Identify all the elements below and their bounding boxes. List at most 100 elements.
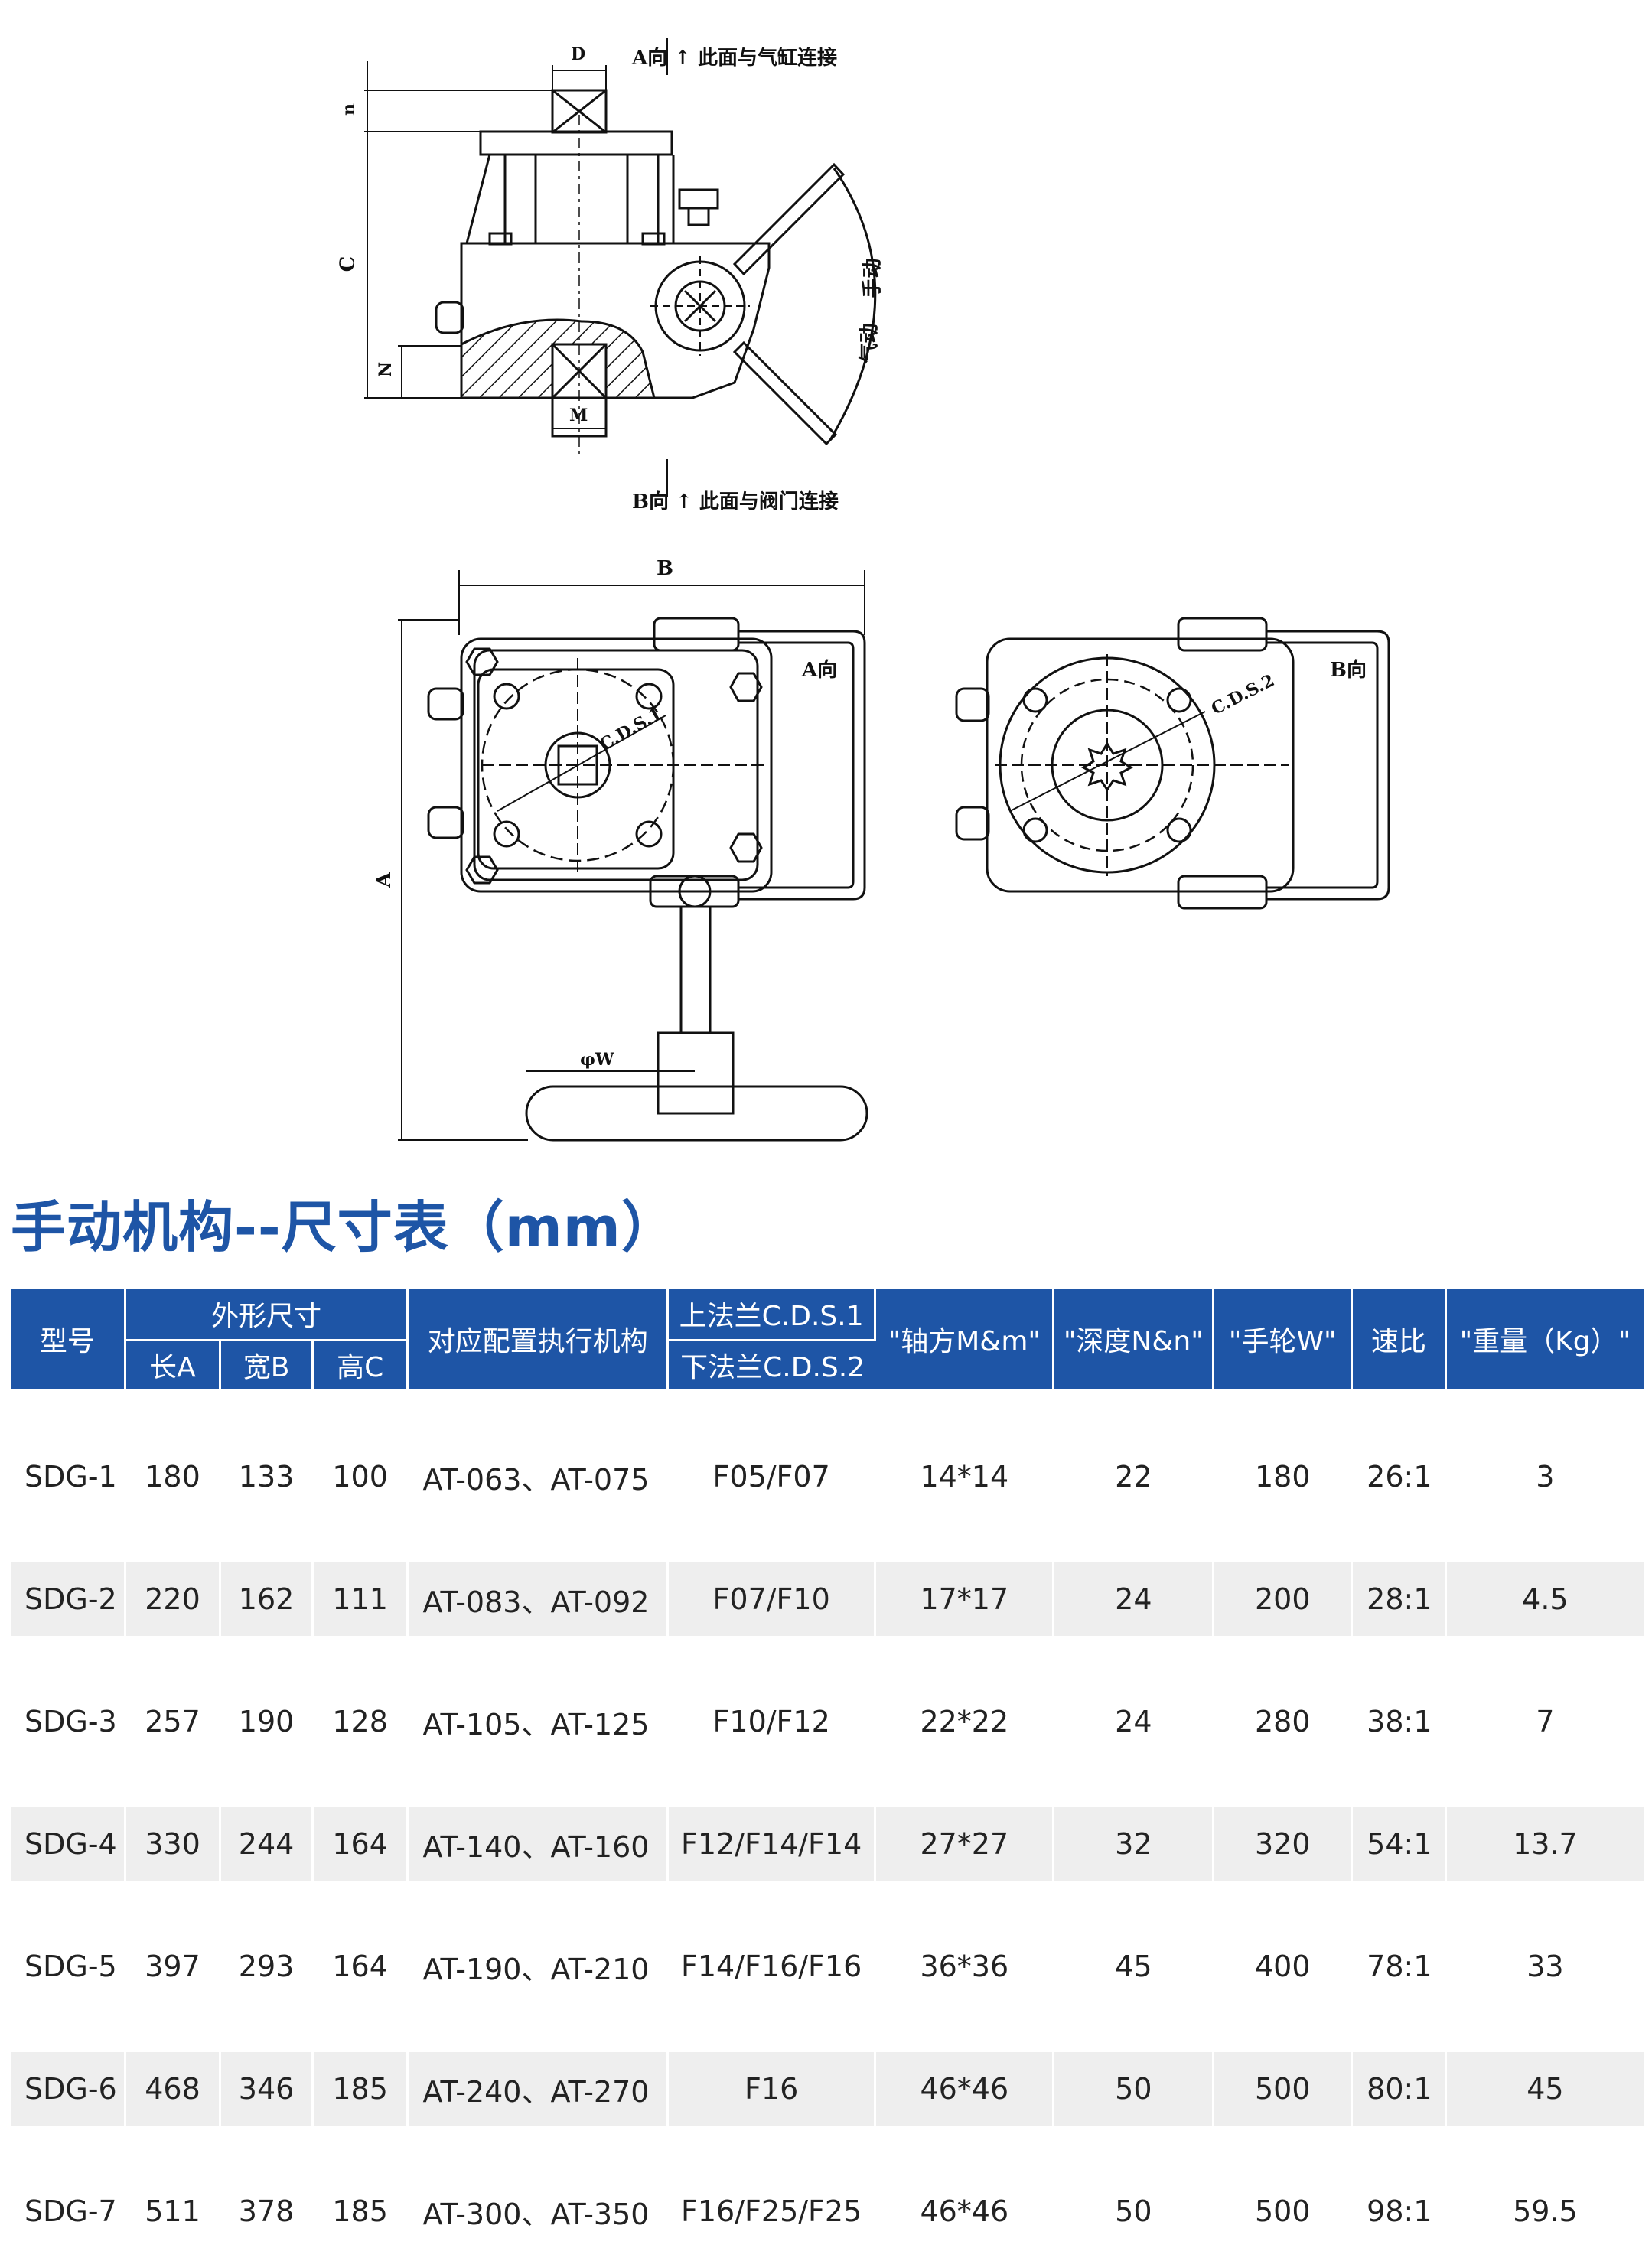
cell-actuator: AT-240、AT-270 <box>409 2052 670 2126</box>
dim-N-label: N <box>376 361 396 378</box>
header-upper-flange: 上法兰C.D.S.1 <box>669 1289 877 1341</box>
cell-shaft: 36*36 <box>876 1930 1055 2003</box>
dimension-table: 型号 外形尺寸 对应配置执行机构 上法兰C.D.S.1 "轴方M&m" "深度N… <box>11 1289 1644 2248</box>
cell-handwheel: 180 <box>1214 1440 1354 1513</box>
drawing-lines <box>364 38 1390 1142</box>
cell-length: 511 <box>126 2175 222 2248</box>
cell-flange: F12/F14/F14 <box>669 1807 877 1881</box>
cell-height: 164 <box>314 1930 409 2003</box>
cell-model: SDG-2 <box>11 1562 126 1636</box>
cell-length: 330 <box>125 1807 222 1881</box>
header-model: 型号 <box>11 1289 126 1391</box>
table-row: SDG-3 257 190 128 AT-105、AT-125 F10/F12 … <box>11 1685 1644 1758</box>
header-lower-flange: 下法兰C.D.S.2 <box>669 1341 877 1391</box>
cell-actuator: AT-083、AT-092 <box>409 1562 670 1636</box>
cell-handwheel: 320 <box>1214 1807 1354 1881</box>
b-view-label: B向 <box>1330 659 1367 682</box>
table-spacer <box>11 1881 1644 1930</box>
table-spacer <box>11 2003 1644 2052</box>
cell-flange: F16 <box>669 2052 877 2126</box>
cell-depth: 22 <box>1054 1440 1215 1513</box>
cell-width: 346 <box>221 2052 314 2126</box>
header-shaft: "轴方M&m" <box>876 1289 1055 1391</box>
cell-ratio: 98:1 <box>1353 2175 1447 2248</box>
header-depth: "深度N&n" <box>1054 1289 1215 1391</box>
cell-depth: 50 <box>1054 2052 1215 2126</box>
cell-depth: 50 <box>1054 2175 1215 2248</box>
table-heading: 手动机构--尺寸表（mm） <box>11 1195 677 1259</box>
cell-handwheel: 280 <box>1214 1685 1354 1758</box>
cell-height: 100 <box>314 1440 409 1513</box>
table-spacer <box>11 1391 1644 1440</box>
cell-model: SDG-5 <box>11 1930 126 2003</box>
cell-model: SDG-4 <box>11 1807 126 1881</box>
cell-model: SDG-7 <box>11 2175 126 2248</box>
cell-handwheel: 500 <box>1214 2052 1354 2126</box>
cell-width: 162 <box>221 1562 314 1636</box>
cell-weight: 59.5 <box>1513 2194 1578 2228</box>
table-row: SDG-7 511 378 185 AT-300、AT-350 F16/F25/… <box>11 2175 1644 2248</box>
header-outer-dimensions: 外形尺寸 <box>125 1289 409 1341</box>
table-spacer <box>11 1636 1644 1685</box>
pneumatic-label: 气动 <box>858 323 881 363</box>
table-row: SDG-1 180 133 100 AT-063、AT-075 F05/F07 … <box>11 1440 1644 1513</box>
bottom-face-note: B向 ↑ 此面与阀门连接 <box>632 490 839 513</box>
cell-shaft: 22*22 <box>876 1685 1055 1758</box>
cell-handwheel: 500 <box>1214 2175 1354 2248</box>
cell-depth: 24 <box>1054 1685 1215 1758</box>
cell-actuator: AT-063、AT-075 <box>409 1440 670 1513</box>
cell-flange: F10/F12 <box>669 1685 877 1758</box>
dim-M-label: M <box>569 406 588 425</box>
cell-depth: 45 <box>1054 1930 1215 2003</box>
cell-actuator: AT-140、AT-160 <box>409 1807 670 1881</box>
dim-B-label: B <box>657 557 673 580</box>
dim-D-label: D <box>571 44 586 64</box>
dim-n-label: n <box>339 103 359 116</box>
cell-length: 220 <box>125 1562 222 1636</box>
cell-length: 257 <box>126 1685 222 1758</box>
cell-shaft: 46*46 <box>876 2175 1055 2248</box>
cell-width: 244 <box>221 1807 314 1881</box>
a-view-label: A向 <box>802 659 838 682</box>
cell-actuator: AT-190、AT-210 <box>409 1930 670 2003</box>
cell-weight: 13.7 <box>1446 1807 1644 1881</box>
cell-ratio: 78:1 <box>1353 1930 1447 2003</box>
cell-width: 190 <box>221 1685 314 1758</box>
cell-depth: 32 <box>1054 1807 1215 1881</box>
cell-flange: F07/F10 <box>669 1562 877 1636</box>
cell-weight: 3 <box>1536 1460 1555 1494</box>
header-length: 长A <box>125 1341 222 1391</box>
cell-weight: 33 <box>1527 1950 1564 1983</box>
cell-flange: F14/F16/F16 <box>669 1930 877 2003</box>
table-row: SDG-5 397 293 164 AT-190、AT-210 F14/F16/… <box>11 1930 1644 2003</box>
cell-weight: 7 <box>1536 1705 1555 1738</box>
cell-ratio: 28:1 <box>1353 1562 1447 1636</box>
cell-model: SDG-6 <box>11 2052 126 2126</box>
cell-shaft: 17*17 <box>876 1562 1055 1636</box>
cell-length: 397 <box>126 1930 222 2003</box>
cell-height: 185 <box>313 2052 409 2126</box>
cell-actuator: AT-105、AT-125 <box>409 1685 670 1758</box>
table-row: SDG-6 468 346 185 AT-240、AT-270 F16 46*4… <box>11 2052 1644 2126</box>
cell-actuator: AT-300、AT-350 <box>409 2175 670 2248</box>
cell-handwheel: 400 <box>1214 1930 1354 2003</box>
cell-flange: F16/F25/F25 <box>669 2175 877 2248</box>
cell-flange: F05/F07 <box>669 1440 877 1513</box>
header-width: 宽B <box>221 1341 314 1391</box>
cell-height: 128 <box>314 1685 409 1758</box>
cell-ratio: 26:1 <box>1353 1440 1447 1513</box>
top-face-note: A向 ↑ 此面与气缸连接 <box>632 47 838 70</box>
table-spacer <box>11 1758 1644 1807</box>
cell-ratio: 54:1 <box>1353 1807 1447 1881</box>
cell-width: 378 <box>221 2175 314 2248</box>
technical-drawing: D n C N M A向 ↑ 此面与气缸连接 B向 ↑ 此面与阀门连接 手动 气… <box>336 38 1390 1142</box>
cell-handwheel: 200 <box>1214 1562 1354 1636</box>
cell-length: 180 <box>126 1440 222 1513</box>
cell-model: SDG-3 <box>11 1685 126 1758</box>
cell-height: 164 <box>313 1807 409 1881</box>
header-weight: "重量（Kg）" <box>1446 1289 1644 1391</box>
cell-height: 111 <box>313 1562 409 1636</box>
header-ratio: 速比 <box>1353 1289 1447 1391</box>
cell-model: SDG-1 <box>11 1440 126 1513</box>
table-row: SDG-4 330 244 164 AT-140、AT-160 F12/F14/… <box>11 1807 1644 1881</box>
